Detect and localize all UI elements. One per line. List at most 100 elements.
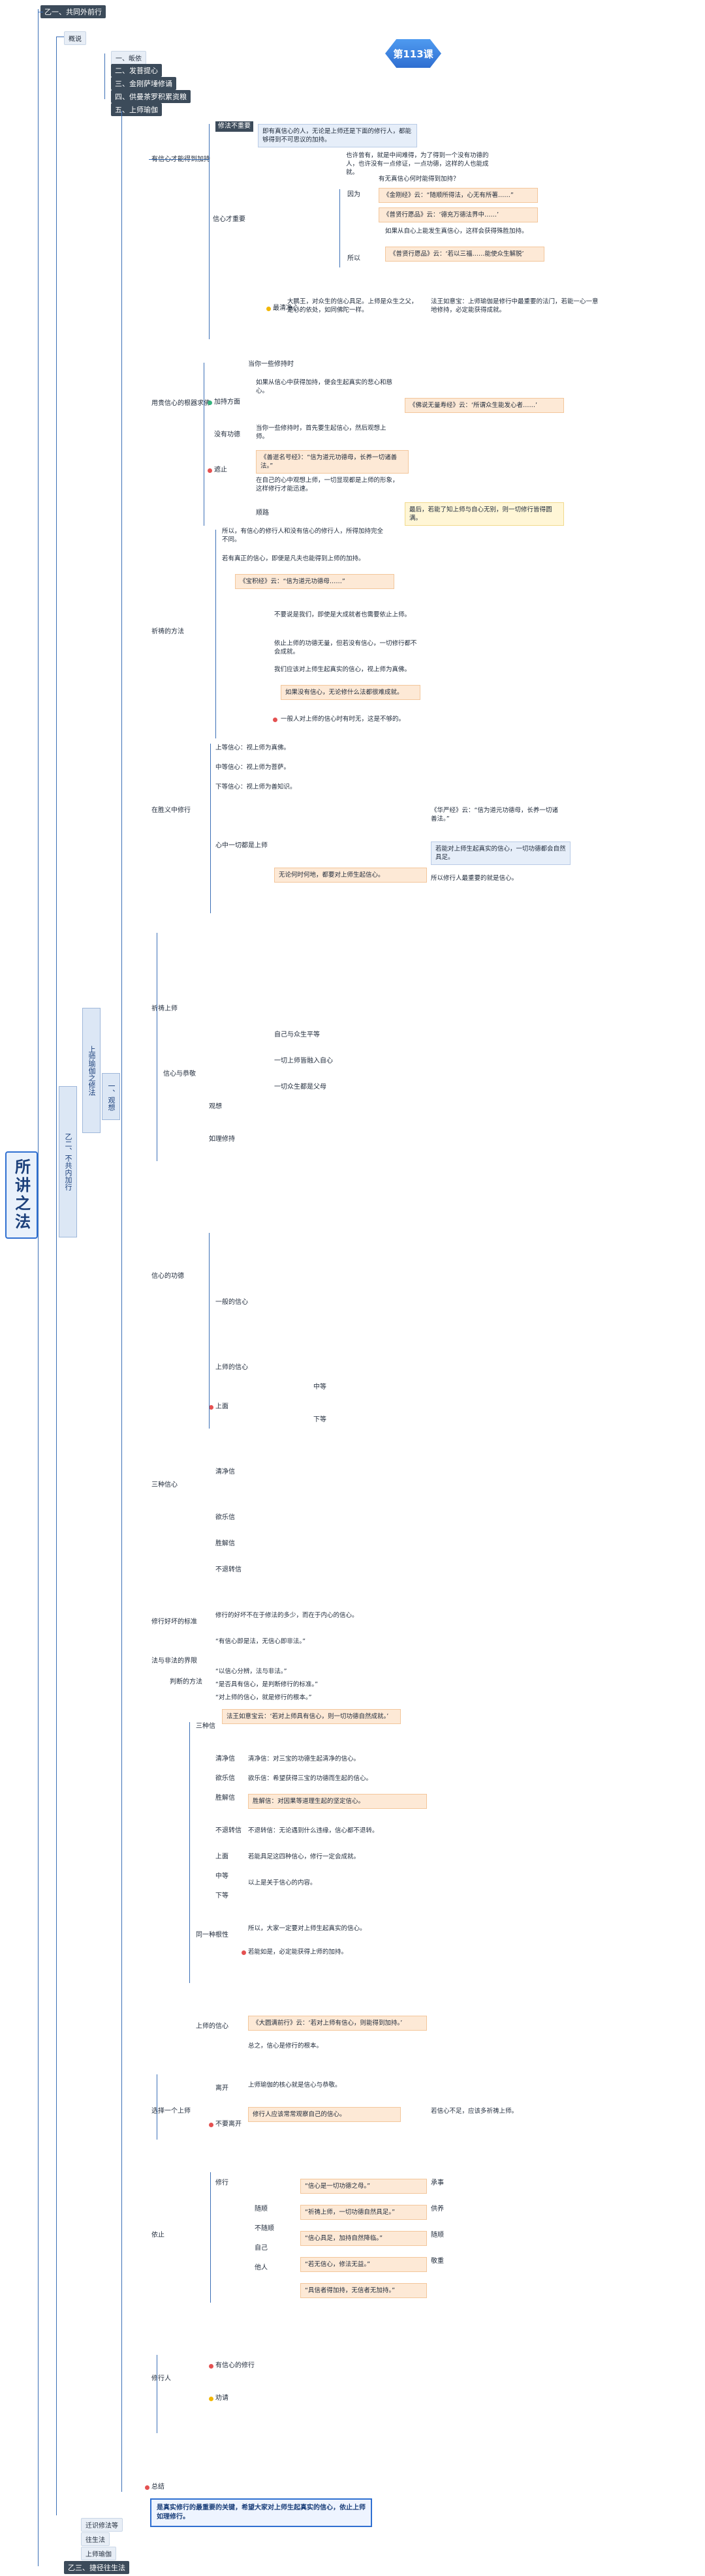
lower-l24: 供养 [431, 2205, 444, 2213]
lower-l28: 有信心的修行 [215, 2362, 255, 2369]
lower-l2: 法与非法的界限 [151, 1658, 197, 1665]
final-summary: 是真实修行的最重要的关键，希望大家对上师生起真实的信心，依止上师如理修行。 [150, 2498, 372, 2527]
note-n13: 《善逝名号经》：“信为道元功德母，长养一切诸善法。” [256, 450, 409, 474]
mid-m13: 欲乐信 [215, 1514, 235, 1521]
lower-l23: 承事 [431, 2179, 444, 2187]
mid-x10: 下等信心：视上师为善知识。 [215, 783, 296, 791]
mid-m15: 不退转信 [215, 1566, 242, 1573]
mid-x5: 我们应该对上师生起真实的信心，视上师为真佛。 [274, 666, 411, 673]
note-n6: 如果从自心上能发生真信心，这样会获得殊胜加持。 [385, 228, 528, 235]
branch-b3: 信心才重要 [213, 216, 245, 223]
note-n15: 最后，若能了知上师与自心无别，则一切修行皆得圆满。 [405, 502, 564, 526]
branch-b1[interactable]: 修法不重要 [215, 121, 253, 132]
note-n9: 法王如意宝：上师瑜伽是修行中最重要的法门，若能一心一意地修持，必定能获得成就。 [431, 298, 599, 314]
level2-a[interactable]: 概说 [64, 31, 86, 45]
mid-m7: 祈祷上师 [151, 1005, 178, 1012]
lower-l27: 修行人 [151, 2375, 171, 2382]
lower-l8: 不退转信 [215, 1827, 242, 1834]
lower-l12: 同一种根性 [196, 1932, 228, 1939]
lower-l10: 中等 [215, 1873, 228, 1880]
lower-y3: “以信心分辨，法与非法。” [215, 1668, 287, 1675]
mid-m2: 心中一切都是上师 [215, 842, 268, 849]
lower-y4: “是否具有信心，是判断修行的标准。” [215, 1681, 319, 1688]
branch-b7: 当你一些修持时 [248, 361, 294, 368]
section-s1[interactable]: 乙一、共同外前行 [40, 5, 106, 18]
lower-y5: “对上师的信心，就是修行的根本。” [215, 1694, 312, 1701]
lower-y20: “信心是一切功德之母。” [300, 2179, 427, 2194]
lower-l30: 总结 [151, 2483, 164, 2491]
mid-m1: 在胜义中修行 [151, 807, 191, 814]
section-s2[interactable]: 乙二、不共内加行 [59, 1086, 77, 1237]
root-title: 所讲之法 [5, 1151, 38, 1239]
mid-x2: 《宝积经》云：“信为道元功德母……” [235, 574, 394, 589]
mid-m3: 自己与众生平等 [274, 1031, 320, 1038]
bottom-c1[interactable]: 迁识修法等 [81, 2518, 123, 2532]
note-n8: 大鹏王，对众生的信心具足。上师是众生之父，是心的依处，如同佛陀一样。 [287, 298, 418, 314]
lower-y10: 不退转信：无论遇到什么违缘，信心都不退转。 [248, 1827, 379, 1834]
section-s3[interactable]: 乙三、捷径往生法 [64, 2561, 129, 2574]
lower-y8: 欲乐信：希望获得三宝的功德而生起的信心。 [248, 1775, 373, 1782]
level2-c[interactable]: 二、发菩提心 [111, 64, 162, 77]
note-n4: 《金刚经》云：“随顺所得法，心无有所著……” [379, 188, 538, 203]
mid-m6: 祈祷的方法 [151, 628, 184, 635]
branch-b11: 遮止 [214, 466, 227, 474]
lower-y12: 以上是关于信心的内容。 [248, 1879, 317, 1887]
branch-b12: 顺路 [256, 509, 269, 517]
level2-b[interactable]: 一、皈依 [111, 51, 146, 65]
lower-l26: 敬重 [431, 2258, 444, 2265]
note-n14: 在自己的心中观想上师，一切显现都是上师的形象，这样修行才能迅速。 [256, 477, 399, 492]
lower-l14: 选择一个上师 [151, 2108, 191, 2115]
level2-f[interactable]: 五、上师瑜伽 [111, 103, 162, 116]
lower-y15: 《大圆满前行》云：‘若对上师有信心，则能得到加持。’ [248, 2016, 427, 2031]
lower-y13: 所以，大家一定要对上师生起真实的信心。 [248, 1925, 366, 1932]
lama-yoga-vertical[interactable]: 上师瑜伽之修法 [82, 1008, 101, 1133]
mid-m18: 上师的信心 [215, 1364, 248, 1371]
mid-x12: 《华严经》云：“信为道元功德母，长养一切诸善法。” [431, 807, 558, 823]
mid-m10: 如理修持 [209, 1136, 235, 1143]
lower-l19: 随顺 [255, 2205, 268, 2213]
level2-e[interactable]: 四、供曼茶罗积累资粮 [111, 90, 191, 103]
note-n3: 有无真信心何时能得到加持？ [379, 175, 460, 183]
mid-x4: 依止上师的功德无量，但若没有信心，一切修行都不会成就。 [274, 640, 417, 656]
branch-b9: 加持方面 [214, 399, 240, 406]
note-n16: 所以，有信心的修行人和没有信心的修行人，所得加持完全不同。 [222, 528, 384, 543]
mid-m20: 中等 [313, 1384, 326, 1391]
note-n7: 《普贤行愿品》云：‘若以三福……能使众生解脱’ [385, 247, 544, 262]
lower-l16: 不要离开 [215, 2121, 242, 2128]
mid-m9: 观想 [209, 1103, 222, 1110]
lower-y17: 上师瑜伽的核心就是信心与恭敬。 [248, 2082, 341, 2089]
mid-x14: 所以修行人最重要的就是信心。 [431, 875, 518, 882]
lower-l11: 下等 [215, 1892, 228, 1900]
lower-l3: 判断的方法 [170, 1678, 202, 1686]
mid-m11: 三种信心 [151, 1481, 178, 1489]
branch-b4: 因为 [347, 191, 360, 198]
lesson-badge: 第113课 [385, 39, 441, 68]
intro-vertical[interactable]: 一、观想 [102, 1073, 120, 1120]
mid-m8: 信心与恭敬 [163, 1070, 196, 1078]
lower-l9: 上面 [215, 1853, 228, 1860]
branch-b5: 所以 [347, 255, 360, 262]
lower-y22: “信心具足，加持自然降临。” [300, 2231, 427, 2246]
note-n10: 如果从信心中获得加持，便会生起真实的悲心和慈心。 [256, 379, 393, 395]
lower-l22: 他人 [255, 2264, 268, 2271]
lower-y11: 若能具足这四种信心，修行一定会成就。 [248, 1853, 360, 1860]
branch-b2: 有信心才能得到加持 [151, 155, 210, 164]
lower-l25: 随顺 [431, 2232, 444, 2239]
mid-x13: 若能对上师生起真实的信心，一切功德都会自然具足。 [431, 841, 571, 865]
mid-m14: 胜解信 [215, 1540, 235, 1547]
branch-b6: 最清净心 [273, 305, 299, 312]
mid-m12: 清净信 [215, 1468, 235, 1476]
lower-l4: 三种信 [196, 1723, 215, 1730]
bottom-c2[interactable]: 往生法 [81, 2532, 110, 2546]
lower-y14: 若能如是，必定能获得上师的加持。 [248, 1948, 348, 1956]
mid-m19: 上面 [215, 1403, 228, 1410]
mid-x1: 若有真正的信心，即便是凡夫也能得到上师的加持。 [222, 555, 365, 562]
bottom-c3[interactable]: 上师瑜伽 [81, 2547, 116, 2560]
note-n5: 《普贤行愿品》云：‘德充万德法界中……’ [379, 207, 538, 222]
branch-b10: 没有功德 [214, 431, 240, 438]
level2-d[interactable]: 三、金刚萨埵修诵 [111, 77, 176, 90]
lower-l5: 清净信 [215, 1755, 235, 1763]
lower-l7: 胜解信 [215, 1795, 235, 1802]
lower-y24: “具信者得加持，无信者无加持。” [300, 2283, 427, 2298]
lower-y2: “有信心即是法，无信心即非法。” [215, 1638, 306, 1645]
